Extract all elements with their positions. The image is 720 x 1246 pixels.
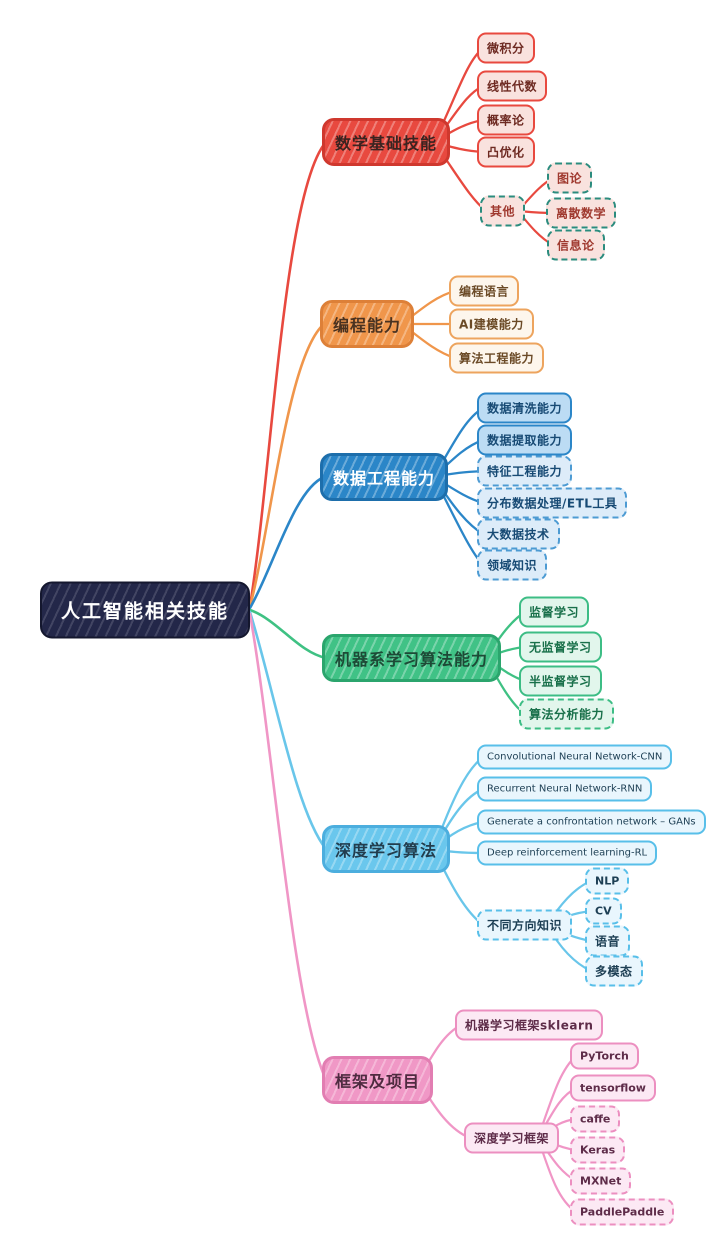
branch-frameworks[interactable]: 框架及项目 xyxy=(322,1056,434,1104)
child-information-theory[interactable]: 信息论 xyxy=(547,229,605,261)
child-ai-modeling[interactable]: AI建模能力 xyxy=(449,308,534,340)
child-probability-theory[interactable]: 概率论 xyxy=(477,104,535,136)
child-semi-supervised[interactable]: 半监督学习 xyxy=(519,665,602,697)
child-mxnet[interactable]: MXNet xyxy=(570,1167,632,1195)
connector-root-math xyxy=(248,140,328,608)
child-algorithm-analysis[interactable]: 算法分析能力 xyxy=(519,698,615,730)
child-calculus[interactable]: 微积分 xyxy=(477,32,535,64)
branch-math-skills[interactable]: 数学基础技能 xyxy=(322,118,451,166)
child-cnn[interactable]: Convolutional Neural Network-CNN xyxy=(477,744,673,770)
child-graph-theory[interactable]: 图论 xyxy=(547,162,593,194)
child-gans[interactable]: Generate a confrontation network – GANs xyxy=(477,809,706,835)
child-others[interactable]: 其他 xyxy=(480,195,526,227)
child-paddlepaddle[interactable]: PaddlePaddle xyxy=(570,1198,675,1226)
child-sklearn[interactable]: 机器学习框架sklearn xyxy=(455,1009,604,1041)
child-nlp[interactable]: NLP xyxy=(585,867,630,895)
child-supervised-learning[interactable]: 监督学习 xyxy=(519,596,590,628)
connector-root-data xyxy=(248,475,326,610)
child-rnn[interactable]: Recurrent Neural Network-RNN xyxy=(477,776,653,802)
root-topic[interactable]: 人工智能相关技能 xyxy=(40,581,251,639)
child-unsupervised-learning[interactable]: 无监督学习 xyxy=(519,631,602,663)
child-data-cleaning[interactable]: 数据清洗能力 xyxy=(477,392,573,424)
child-data-extraction[interactable]: 数据提取能力 xyxy=(477,424,573,456)
child-direction-knowledge[interactable]: 不同方向知识 xyxy=(477,909,573,941)
child-linear-algebra[interactable]: 线性代数 xyxy=(477,70,548,102)
child-big-data[interactable]: 大数据技术 xyxy=(477,518,560,550)
child-rl[interactable]: Deep reinforcement learning-RL xyxy=(477,840,658,866)
child-tensorflow[interactable]: tensorflow xyxy=(570,1074,656,1102)
child-convex-optimization[interactable]: 凸优化 xyxy=(477,136,535,168)
child-programming-language[interactable]: 编程语言 xyxy=(449,275,520,307)
child-dl-framework[interactable]: 深度学习框架 xyxy=(464,1122,560,1154)
child-discrete-math[interactable]: 离散数学 xyxy=(546,197,617,229)
child-feature-engineering[interactable]: 特征工程能力 xyxy=(477,455,573,487)
connector-root-ml xyxy=(248,608,328,660)
connector-root-deep xyxy=(248,610,328,851)
child-cv[interactable]: CV xyxy=(585,897,622,925)
child-caffe[interactable]: caffe xyxy=(570,1105,621,1133)
connector-root-prog xyxy=(248,322,326,609)
child-distributed-etl[interactable]: 分布数据处理/ETL工具 xyxy=(477,487,628,519)
child-pytorch[interactable]: PyTorch xyxy=(570,1042,639,1070)
child-speech[interactable]: 语音 xyxy=(585,925,631,957)
child-algorithm-engineering[interactable]: 算法工程能力 xyxy=(449,342,545,374)
child-keras[interactable]: Keras xyxy=(570,1136,626,1164)
branch-deep-learning[interactable]: 深度学习算法 xyxy=(322,825,451,873)
child-multimodal[interactable]: 多模态 xyxy=(585,955,643,987)
branch-data-engineering[interactable]: 数据工程能力 xyxy=(320,453,449,501)
branch-programming[interactable]: 编程能力 xyxy=(320,300,415,348)
branch-ml-algorithms[interactable]: 机器系学习算法能力 xyxy=(322,634,502,682)
child-domain-knowledge[interactable]: 领域知识 xyxy=(477,549,548,581)
connector-root-frame xyxy=(248,612,328,1082)
